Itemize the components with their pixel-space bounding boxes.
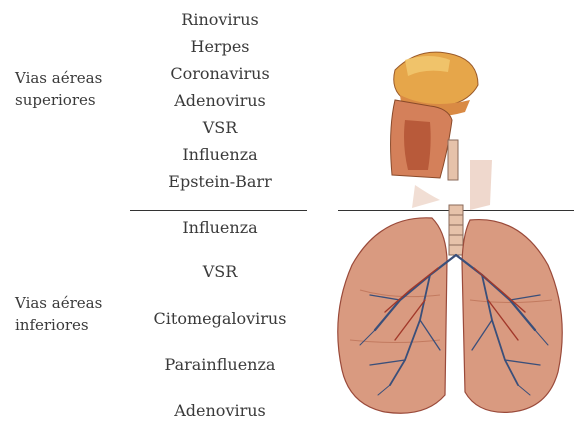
right-lung bbox=[462, 220, 562, 413]
neck-right bbox=[470, 160, 492, 210]
trachea bbox=[449, 205, 463, 255]
larynx-mark bbox=[448, 140, 458, 180]
throat-inner bbox=[404, 120, 431, 170]
head-section bbox=[391, 52, 492, 210]
neck-left bbox=[412, 185, 440, 208]
left-lung bbox=[338, 218, 447, 413]
